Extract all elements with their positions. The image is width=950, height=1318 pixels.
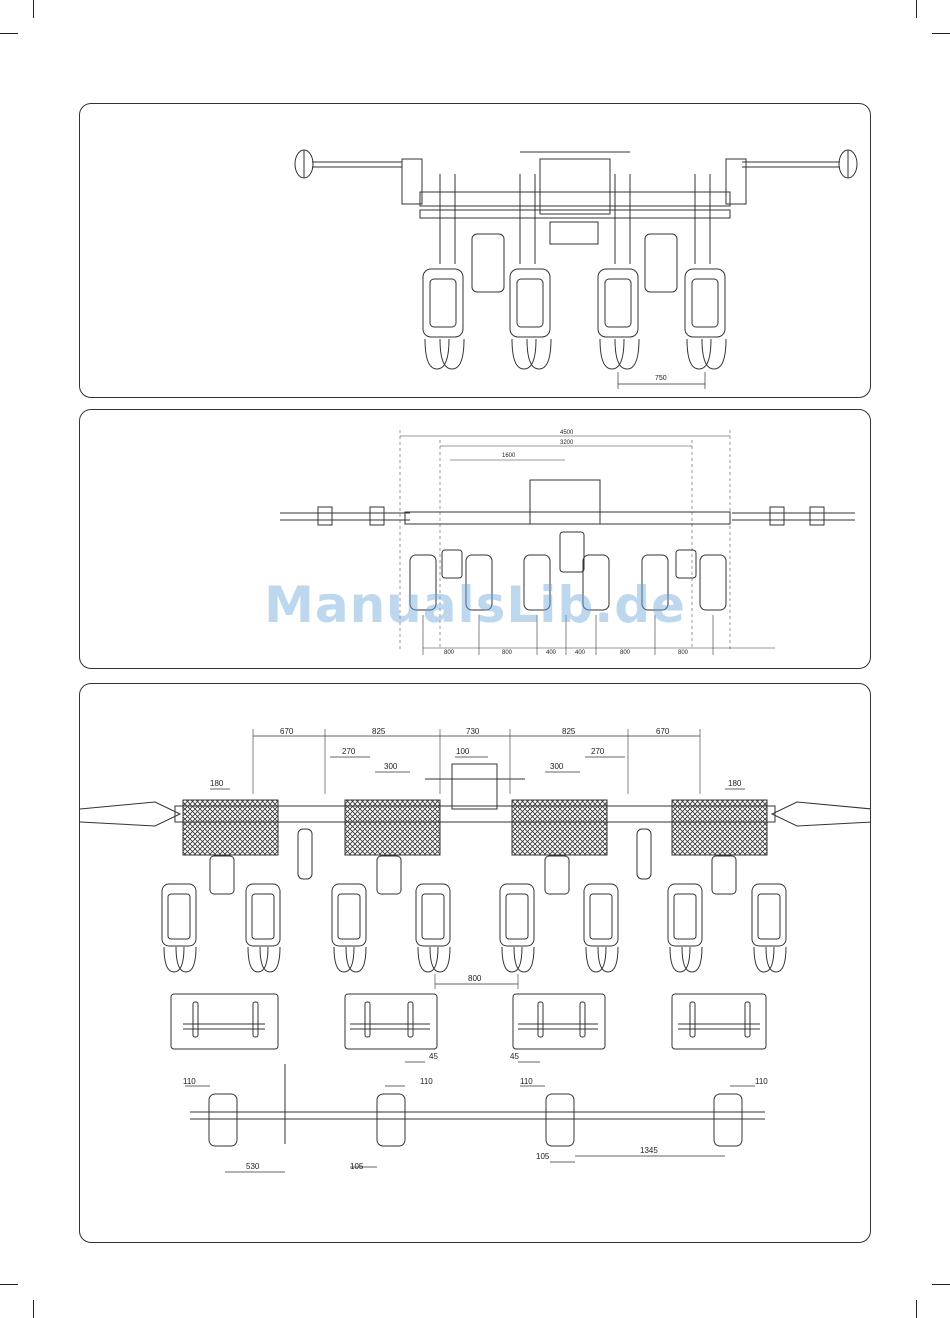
dim-label: 800 — [468, 974, 482, 983]
panel-top-view-8-row: 670 825 730 825 670 270 100 270 300 300 … — [79, 683, 871, 1243]
dim-label: 800 — [502, 650, 513, 656]
dim-label: 670 — [656, 727, 670, 736]
crop-mark — [932, 33, 950, 34]
dim-label: 825 — [562, 727, 576, 736]
dim-label: 110 — [755, 1077, 768, 1086]
dim-label: 180 — [210, 779, 224, 788]
dim-label: 300 — [384, 762, 398, 771]
crop-mark — [932, 1284, 950, 1285]
dim-label: 750 — [655, 375, 667, 382]
crop-mark — [33, 1300, 34, 1318]
dim-label: 45 — [429, 1052, 438, 1061]
crop-mark — [33, 0, 34, 18]
dim-label: 110 — [420, 1077, 433, 1086]
dim-label: 530 — [246, 1162, 260, 1171]
dim-label: 110 — [520, 1077, 533, 1086]
panel-top-view-6-row: 4500 3200 1600 800 800 400 400 800 800 — [79, 409, 871, 669]
dim-label: 100 — [456, 747, 470, 756]
dim-label: 400 — [546, 650, 557, 656]
dim-label: 270 — [591, 747, 605, 756]
dim-label: 180 — [728, 779, 742, 788]
drawing-4-row: 750 — [80, 104, 871, 398]
dim-label: 110 — [183, 1077, 196, 1086]
dim-label: 270 — [342, 747, 356, 756]
dim-label: 45 — [510, 1052, 519, 1061]
dim-label: 3200 — [560, 440, 574, 446]
crop-mark — [0, 1284, 18, 1285]
dim-label: 825 — [372, 727, 386, 736]
panel-top-view-4-row: 750 — [79, 103, 871, 398]
crop-mark — [916, 0, 917, 18]
dim-label: 800 — [444, 650, 455, 656]
dim-label: 300 — [550, 762, 564, 771]
dim-label: 730 — [466, 727, 480, 736]
dim-label: 670 — [280, 727, 294, 736]
crop-mark — [0, 33, 18, 34]
dim-label: 800 — [678, 650, 689, 656]
drawing-6-row: 4500 3200 1600 800 800 400 400 800 800 — [80, 410, 871, 669]
dim-label: 4500 — [560, 430, 574, 436]
dim-label: 1600 — [502, 453, 516, 459]
dim-label: 800 — [620, 650, 631, 656]
drawing-8-row: 670 825 730 825 670 270 100 270 300 300 … — [80, 684, 871, 1243]
dim-label: 400 — [575, 650, 586, 656]
crop-mark — [916, 1300, 917, 1318]
dim-label: 1345 — [640, 1146, 658, 1155]
dim-label: 105 — [536, 1152, 550, 1161]
dim-label: 105 — [350, 1162, 364, 1171]
